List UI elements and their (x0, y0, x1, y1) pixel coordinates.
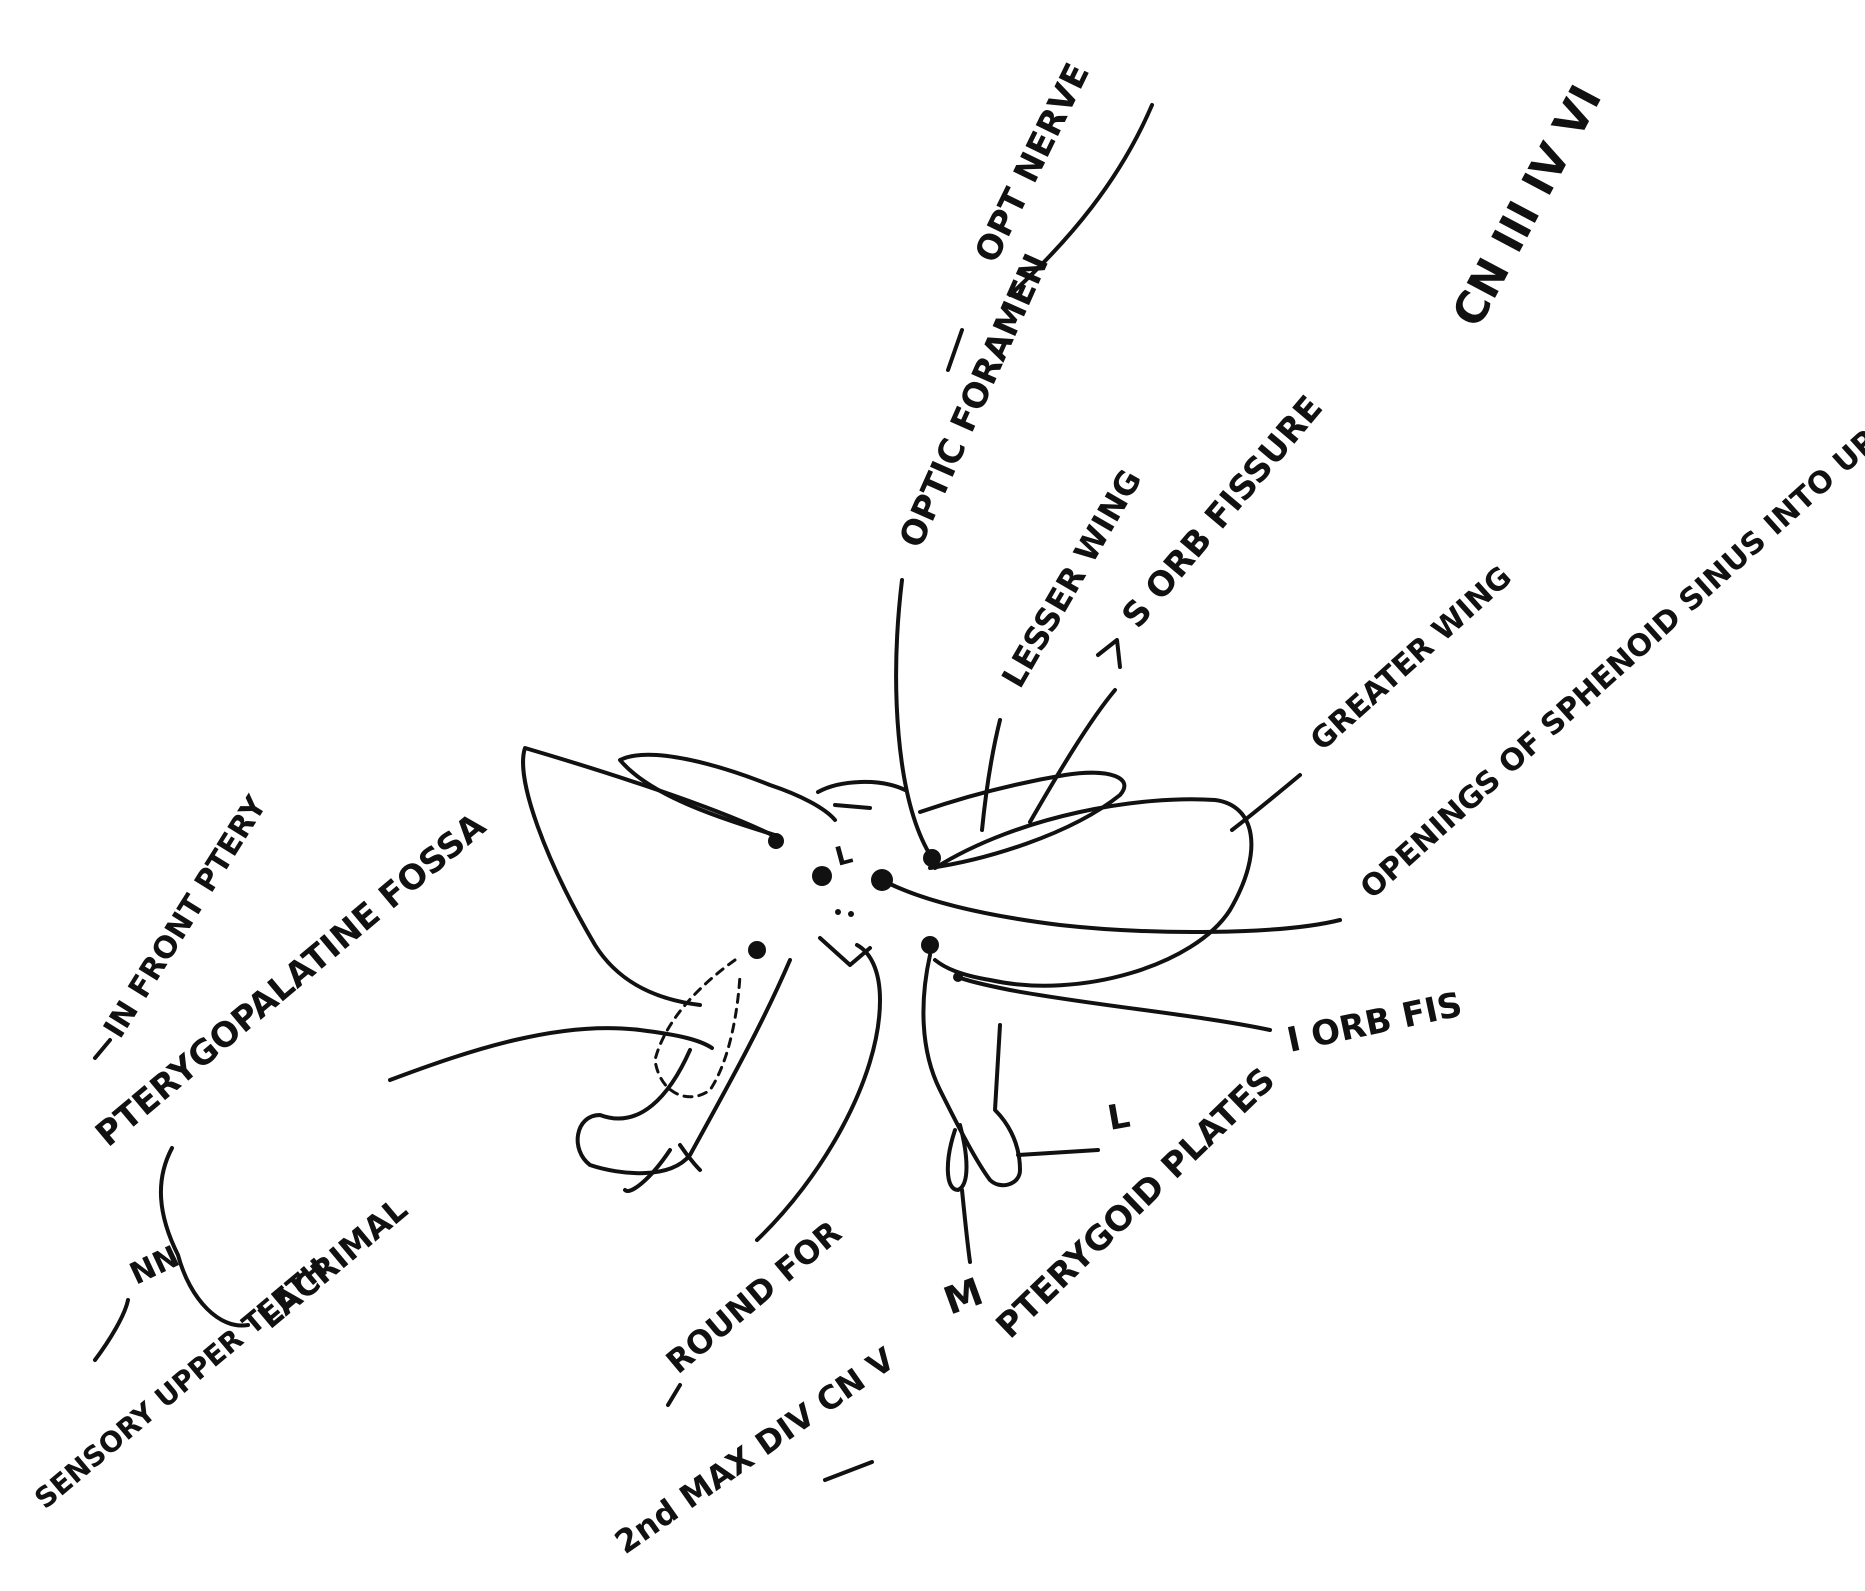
label-lesser-wing: LESSER WING (994, 463, 1149, 694)
left-pterygoid-process (578, 960, 790, 1173)
left-foramen-rotundum-dot (748, 941, 766, 959)
greater-wing-leader (1232, 775, 1300, 830)
labels: OPT NERVE CN III IV VI OPTIC FORAMEN LES… (28, 57, 1865, 1562)
sinus-openings-leader (882, 880, 1340, 932)
label-lateral-plate: L (1105, 1096, 1133, 1139)
label-sinus-openings: OPENINGS OF SPHENOID SINUS INTO UPPER NA… (1354, 210, 1865, 906)
cn-v-underline (825, 1462, 872, 1480)
left-superior-orbital-fissure-dot (768, 833, 784, 849)
sup-orb-arrow (1098, 640, 1120, 667)
label-pterygoid-plates: PTERYGOID PLATES (988, 1060, 1283, 1346)
lateral-plate-leader (1018, 1150, 1098, 1155)
nasal-dot-1 (835, 909, 841, 915)
label-sinus-openings-text: OPENINGS OF SPHENOID SINUS INTO UPPER NA… (1354, 210, 1865, 906)
infront-dash (95, 1040, 110, 1058)
nn-bracket (161, 1148, 248, 1326)
leader-lines (95, 105, 1340, 1480)
left-pterygoid-hook (625, 1145, 700, 1191)
label-opt-nerve: OPT NERVE (967, 57, 1098, 269)
left-lesser-wing (620, 755, 835, 836)
label-sensory-teeth: SENSORY UPPER TEETH (28, 1252, 333, 1516)
sensory-leader (95, 1300, 128, 1360)
body-rostrum (820, 938, 870, 965)
label-medial-plate: M (938, 1269, 989, 1323)
label-max-nerve: 2nd MAX DIV CN V (608, 1340, 902, 1562)
body-ridge (818, 782, 905, 808)
inf-orb-fissure-leader (958, 977, 1270, 1030)
label-lesser-marker: L (832, 839, 856, 872)
optic-foramen-leader (896, 580, 932, 858)
medial-plate-leader (962, 1190, 970, 1262)
sup-orb-fissure-leader (1030, 690, 1115, 822)
lesser-wing-leader (982, 720, 1000, 830)
sphenoid-bone-drawing (523, 748, 1251, 1191)
fossa-dashed-outline (655, 960, 740, 1097)
max-div-dash (668, 1385, 680, 1405)
label-optic-foramen: OPTIC FORAMEN (892, 248, 1057, 553)
nasal-dot-2 (848, 911, 854, 917)
label-greater-wing: GREATER WING (1304, 560, 1519, 758)
label-cn-3-4-6: CN III IV VI (1443, 77, 1612, 335)
medial-plate-loop (948, 1125, 967, 1190)
opt-nerve-dash (948, 330, 962, 370)
label-round-foramen: ROUND FOR (659, 1213, 849, 1381)
right-foramen-rotundum-dot (921, 936, 939, 954)
right-lesser-wing (920, 773, 1124, 868)
left-sinus-opening-dot (812, 866, 832, 886)
label-inf-orb-fissure: I ORB FIS (1284, 985, 1466, 1061)
label-sup-orb-fissure: S ORB FISSURE (1114, 388, 1331, 635)
